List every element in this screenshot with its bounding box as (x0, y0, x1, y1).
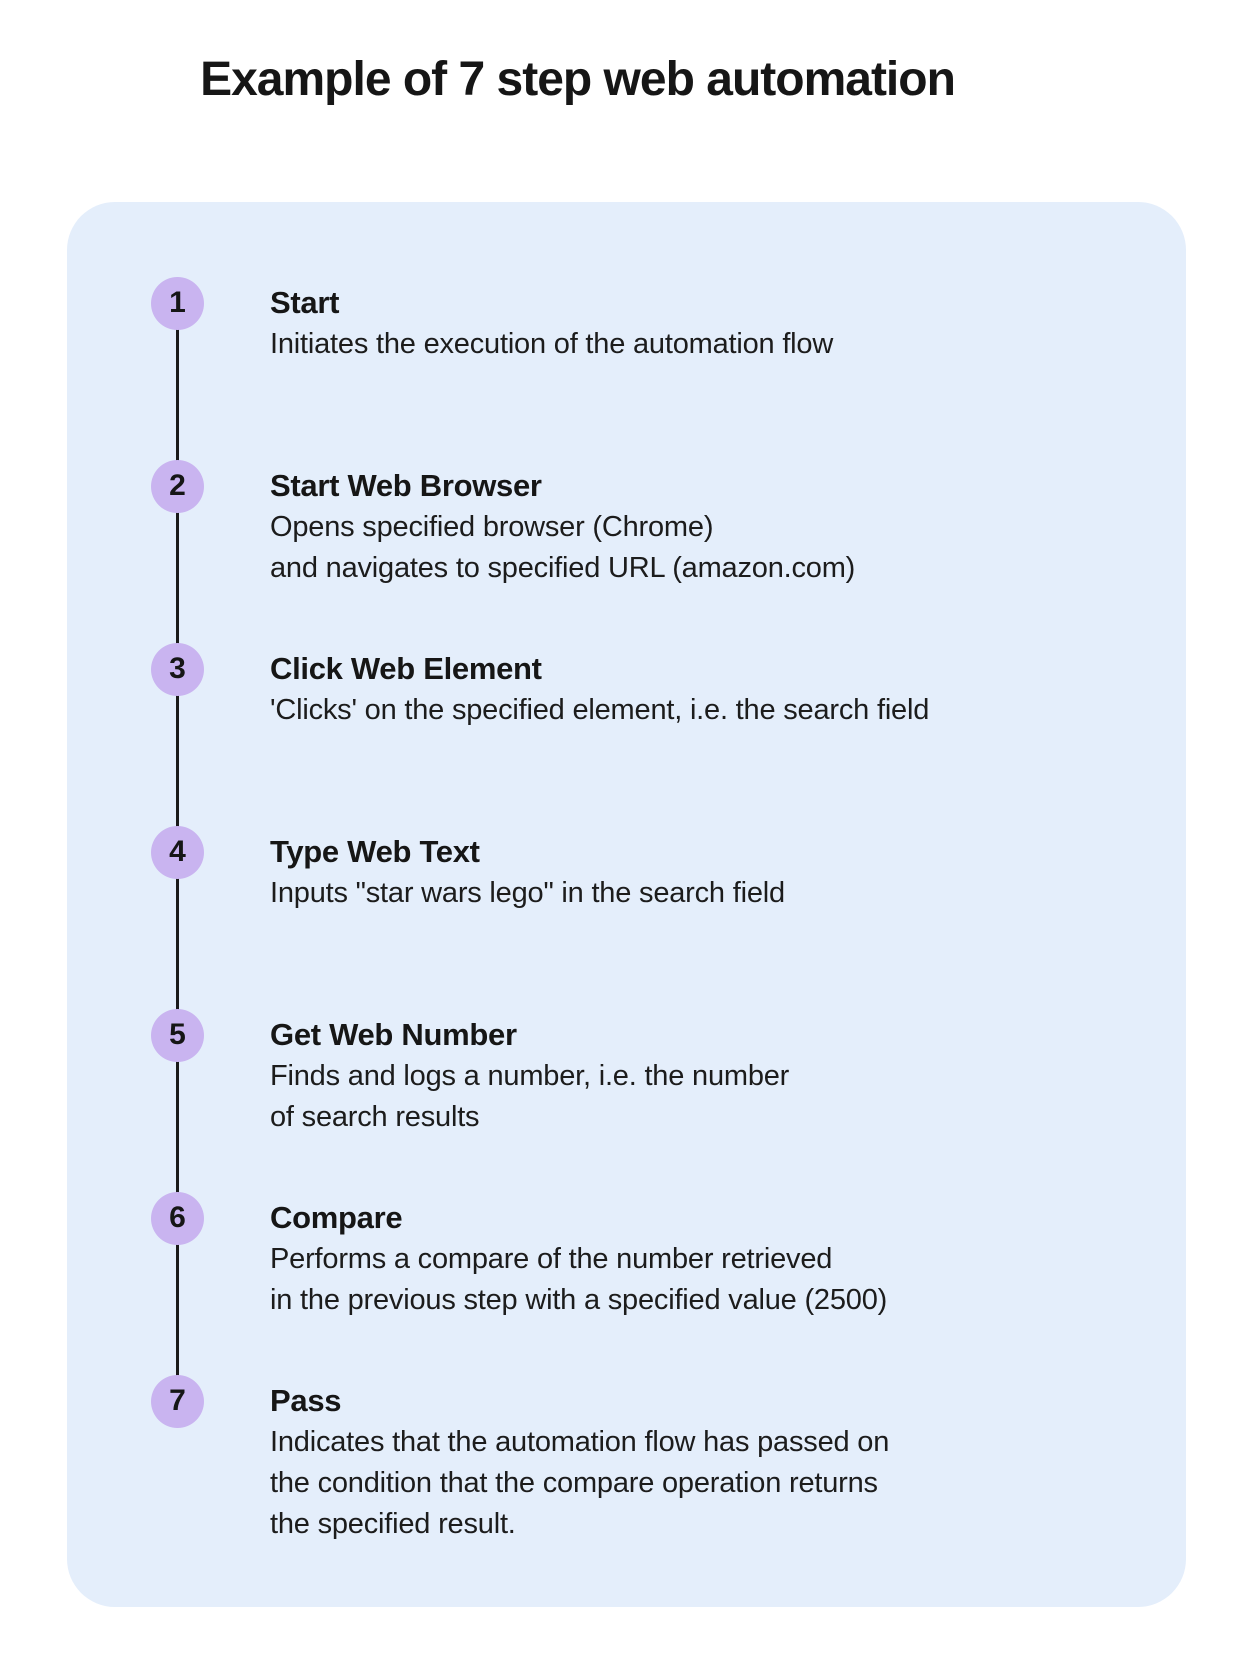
step-circle: 4 (151, 825, 204, 879)
step-number: 6 (169, 1201, 186, 1234)
step-text: Type Web Text Inputs "star wars lego" in… (270, 831, 1170, 914)
step-number: 3 (169, 652, 186, 685)
step-circle: 3 (151, 642, 204, 696)
step-number: 5 (169, 1018, 186, 1051)
step-description-line: the specified result. (270, 1507, 516, 1540)
step-description: Performs a compare of the number retriev… (270, 1239, 1170, 1321)
step-description-line: of search results (270, 1100, 480, 1133)
step-number: 2 (169, 469, 186, 502)
step-description-line: in the previous step with a specified va… (270, 1283, 888, 1316)
step-circle: 6 (151, 1191, 204, 1245)
step-circle: 2 (151, 459, 204, 513)
step-description: Finds and logs a number, i.e. the number… (270, 1056, 1170, 1138)
step-description: Opens specified browser (Chrome) and navi… (270, 507, 1170, 589)
timeline-card (67, 202, 1186, 1607)
step-description-line: Inputs "star wars lego" in the search fi… (270, 876, 785, 909)
step-text: Start Web Browser Opens specified browse… (270, 465, 1170, 589)
step-text: Start Initiates the execution of the aut… (270, 282, 1170, 365)
step-description: Indicates that the automation flow has p… (270, 1422, 1170, 1545)
step-number: 4 (169, 835, 186, 868)
step-description-line: Opens specified browser (Chrome) (270, 510, 714, 543)
step-circle: 1 (151, 276, 204, 330)
step-title: Get Web Number (270, 1016, 517, 1052)
step-description-line: the condition that the compare operation… (270, 1466, 878, 1499)
step-description-line: and navigates to specified URL (amazon.c… (270, 551, 856, 584)
page-title: Example of 7 step web automation (200, 53, 956, 106)
step-description-line: 'Clicks' on the specified element, i.e. … (270, 693, 930, 726)
step-title: Compare (270, 1199, 403, 1235)
step-title: Start (270, 284, 340, 320)
step-description: Inputs "star wars lego" in the search fi… (270, 873, 1170, 914)
step-text: Click Web Element 'Clicks' on the specif… (270, 648, 1170, 731)
step-circle: 5 (151, 1008, 204, 1062)
step-number: 7 (169, 1384, 186, 1417)
step-description-line: Indicates that the automation flow has p… (270, 1425, 890, 1458)
step-text: Get Web Number Finds and logs a number, … (270, 1014, 1170, 1138)
step-title: Click Web Element (270, 650, 542, 686)
step-title: Start Web Browser (270, 467, 542, 503)
step-description-line: Performs a compare of the number retriev… (270, 1242, 833, 1275)
step-number: 1 (169, 286, 186, 319)
step-circle: 7 (151, 1374, 204, 1428)
step-title: Type Web Text (270, 833, 480, 869)
step-title: Pass (270, 1382, 342, 1418)
step-text: Compare Performs a compare of the number… (270, 1197, 1170, 1321)
step-description-line: Initiates the execution of the automatio… (270, 327, 834, 360)
step-text: Pass Indicates that the automation flow … (270, 1380, 1170, 1545)
step-description: 'Clicks' on the specified element, i.e. … (270, 690, 1170, 731)
step-description-line: Finds and logs a number, i.e. the number (270, 1059, 790, 1092)
page-title-wrap: Example of 7 step web automation (0, 50, 1155, 110)
step-description: Initiates the execution of the automatio… (270, 324, 1170, 365)
